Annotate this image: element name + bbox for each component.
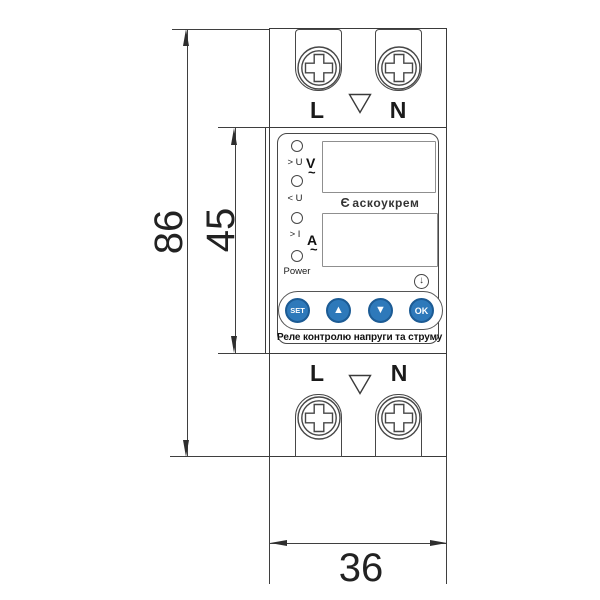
terminal-label-bottom-l: L (309, 360, 325, 386)
certification-mark-icon: ↓ (414, 274, 429, 289)
dimension-value-width: 36 (338, 546, 384, 590)
section-divider-bottom (270, 352, 446, 354)
extension-line (269, 457, 271, 584)
triangle-marker-icon (348, 93, 372, 114)
extension-line (218, 126, 269, 128)
brand-mark-icon: Є (340, 195, 351, 210)
screw-terminal-icon (297, 396, 341, 440)
led-label-over-current: > I (289, 229, 301, 240)
down-button[interactable]: ▼ (368, 298, 393, 323)
screw-terminal-icon (297, 46, 341, 90)
led-under-voltage (291, 175, 303, 187)
terminal-label-bottom-n: N (390, 360, 408, 386)
device-caption: Реле контролю напруги та струму (277, 332, 443, 343)
current-display (322, 213, 438, 267)
terminal-label-top-l: L (309, 97, 325, 123)
voltage-ac-symbol: ~ (308, 165, 316, 180)
led-over-current (291, 212, 303, 224)
dimension-line-86 (186, 29, 188, 456)
triangle-marker-icon (348, 374, 372, 395)
side-flange-line (265, 127, 266, 353)
arrowhead-right-icon (430, 539, 447, 546)
dimension-line-45 (234, 128, 236, 353)
dimension-value-total-height: 86 (146, 209, 191, 255)
section-divider-top (270, 126, 446, 128)
led-over-voltage (291, 140, 303, 152)
led-label-power: Power (283, 266, 311, 277)
dimension-value-module-height: 45 (198, 207, 243, 253)
current-ac-symbol: ~ (310, 242, 318, 257)
extension-line (170, 456, 269, 457)
ok-button[interactable]: OK (409, 298, 434, 323)
extension-line (446, 457, 448, 584)
arrowhead-up-icon (183, 29, 189, 46)
extension-line (218, 352, 269, 354)
arrowhead-down-icon (231, 336, 237, 353)
voltage-display (322, 141, 436, 193)
arrowhead-left-icon (270, 539, 287, 546)
brand-name: аскоукрем (352, 196, 420, 210)
terminal-label-top-n: N (389, 97, 407, 123)
extension-line (172, 28, 269, 30)
current-unit-label: A (307, 232, 318, 248)
up-button[interactable]: ▲ (326, 298, 351, 323)
led-label-under-voltage: < U (287, 193, 303, 204)
dimension-line-36 (270, 542, 447, 544)
screw-terminal-icon (377, 396, 421, 440)
screw-terminal-icon (377, 46, 421, 90)
voltage-unit-label: V (306, 155, 316, 171)
arrowhead-down-icon (183, 440, 189, 457)
arrowhead-up-icon (231, 128, 237, 145)
led-power (291, 250, 303, 262)
led-label-over-voltage: > U (287, 157, 303, 168)
set-button[interactable]: SET (285, 298, 310, 323)
